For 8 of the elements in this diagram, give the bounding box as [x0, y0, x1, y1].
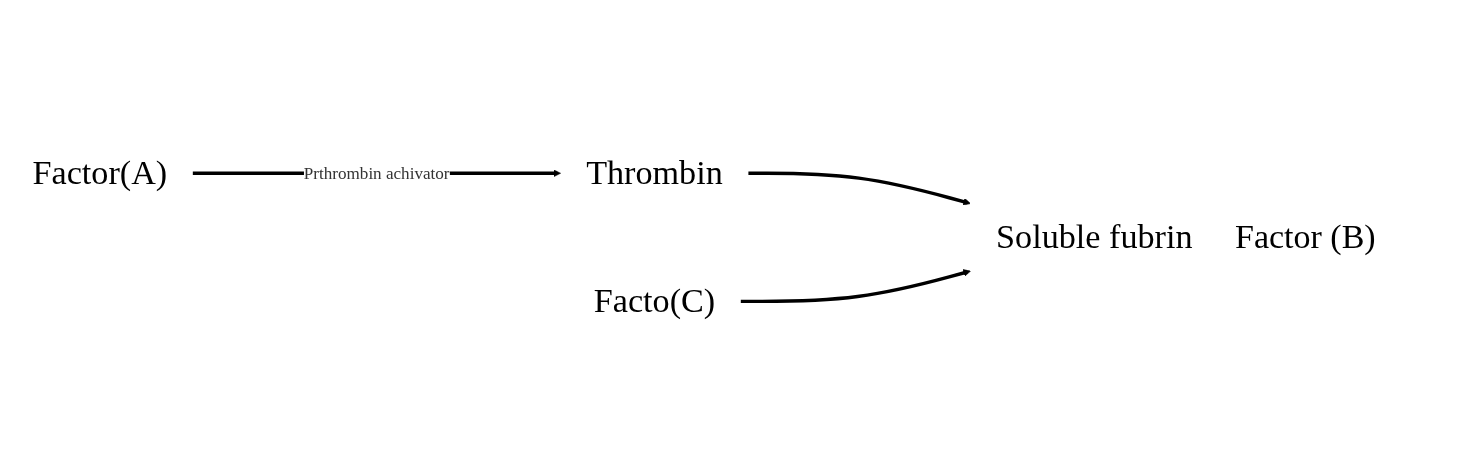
arrow [748, 171, 971, 206]
arrow [740, 268, 971, 303]
edge-label: Prthrombin achivator [303, 163, 450, 183]
node-text: Facto(C) [593, 281, 716, 320]
node-text: Thrombin [586, 153, 723, 192]
note-text: Factor (B) [1235, 218, 1377, 256]
node-text: Factor(A) [32, 153, 168, 192]
node-text: Soluble fubrin [996, 217, 1193, 256]
